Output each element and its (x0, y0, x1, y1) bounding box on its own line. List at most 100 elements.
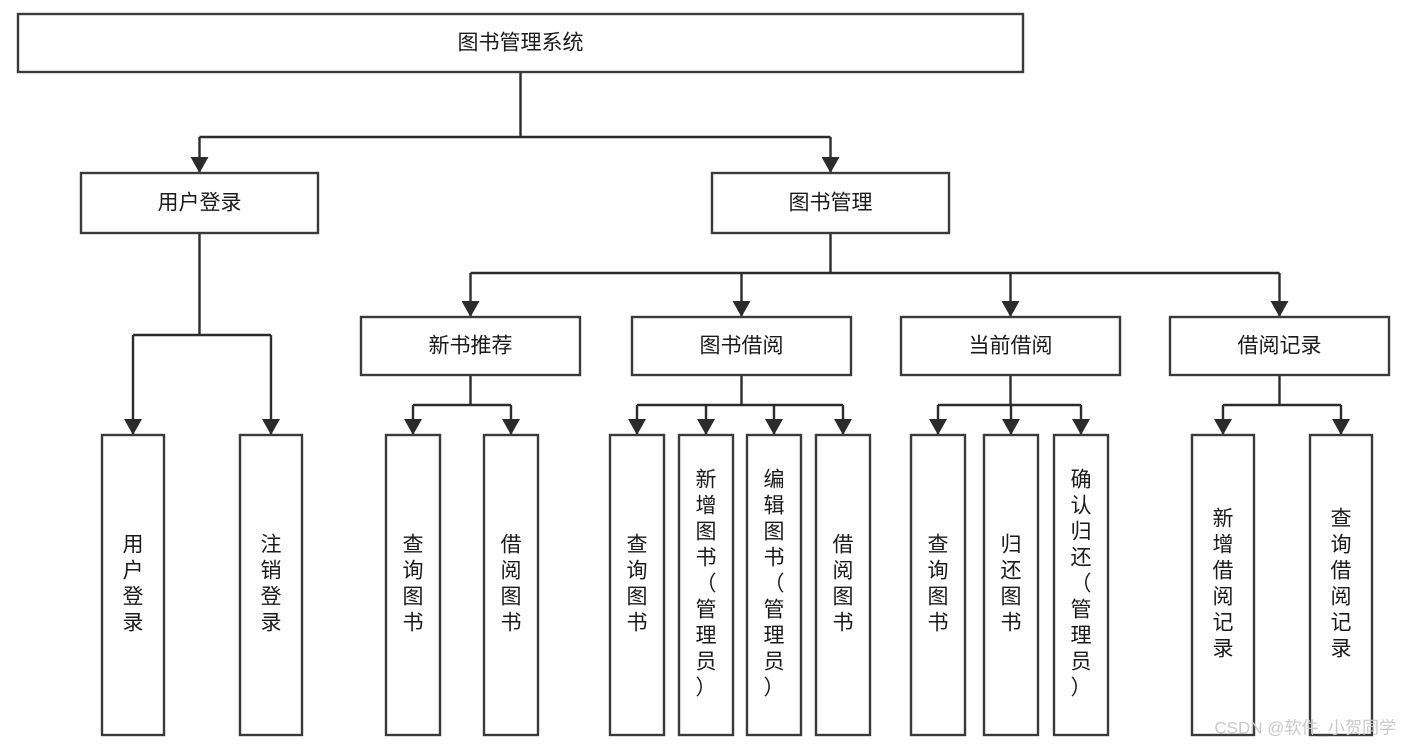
node-book-manage[interactable]: 图书管理 (710, 171, 951, 235)
watermark-text: CSDN @软件_小贺同学 (1214, 718, 1396, 737)
node-box-leaf-edit-book[interactable] (745, 433, 803, 737)
node-box-borrow-records[interactable] (1168, 315, 1391, 377)
arrow-head-icon (502, 419, 520, 435)
arrow-head-icon (190, 157, 209, 173)
node-box-current-borrow[interactable] (899, 315, 1122, 377)
node-box-leaf-return-book[interactable] (982, 433, 1040, 737)
node-box-leaf-confirm-return[interactable] (1052, 433, 1110, 737)
arrow-head-icon (697, 419, 715, 435)
label-char: 书 (764, 547, 785, 570)
label-char: 归 (1071, 521, 1092, 544)
label-char: 管 (1071, 599, 1092, 622)
node-current-borrow[interactable]: 当前借阅 (899, 315, 1122, 377)
connector-root-to-level1 (190, 72, 840, 173)
label-char: 借 (501, 534, 522, 557)
label-char: 编 (764, 469, 785, 492)
label-char: 认 (1071, 495, 1092, 518)
arrow-head-icon (628, 419, 646, 435)
label-char: 阅 (833, 560, 854, 583)
node-label-root: 图书管理系统 (458, 32, 584, 55)
node-new-book-recommend[interactable]: 新书推荐 (359, 315, 582, 377)
label-char: 阅 (501, 560, 522, 583)
node-box-leaf-add-book[interactable] (677, 433, 735, 737)
label-char: 还 (1071, 547, 1092, 570)
label-char: 增 (1213, 534, 1234, 557)
node-box-user-login[interactable] (79, 171, 320, 235)
label-char: 询 (928, 560, 949, 583)
node-box-book-manage[interactable] (710, 171, 951, 235)
label-char: 书 (833, 612, 854, 635)
node-box-root[interactable] (16, 12, 1025, 74)
label-char: 查 (928, 534, 949, 557)
connector-borrow-records-to-leaves (1214, 375, 1350, 435)
node-leaf-user-login[interactable]: 用户登录 (100, 433, 166, 737)
node-box-leaf-add-borrow-record[interactable] (1190, 433, 1256, 737)
label-char: 查 (403, 534, 424, 557)
node-box-leaf-borrow-book[interactable] (814, 433, 872, 737)
node-box-leaf-query-borrow-record[interactable] (1308, 433, 1374, 737)
node-borrow-records[interactable]: 借阅记录 (1168, 315, 1391, 377)
label-char: 理 (1071, 625, 1092, 648)
label-char: 书 (403, 612, 424, 635)
label-char: （ (1071, 573, 1092, 596)
node-root[interactable]: 图书管理系统 (16, 12, 1025, 74)
arrow-head-icon (1001, 301, 1020, 317)
node-label-book-borrow: 图书借阅 (700, 335, 784, 358)
label-char: 询 (627, 560, 648, 583)
node-box-leaf-logout[interactable] (238, 433, 304, 737)
arrow-head-icon (1002, 419, 1020, 435)
node-box-leaf-user-login[interactable] (100, 433, 166, 737)
label-char: 图 (696, 521, 717, 544)
label-char: ） (696, 677, 717, 700)
label-char: 员 (696, 651, 717, 674)
label-char: 录 (1331, 638, 1352, 661)
node-box-leaf-query-book-borrow[interactable] (608, 433, 666, 737)
node-book-borrow[interactable]: 图书借阅 (630, 315, 853, 377)
label-char: 户 (123, 560, 144, 583)
label-char: 书 (1001, 612, 1022, 635)
node-box-book-borrow[interactable] (630, 315, 853, 377)
label-char: 借 (1331, 560, 1352, 583)
label-char: 员 (1071, 651, 1092, 674)
arrow-head-icon (461, 301, 480, 317)
label-char: 图 (1001, 586, 1022, 609)
node-layer: 图书管理系统用户登录图书管理新书推荐图书借阅当前借阅借阅记录用户登录注销登录查询… (16, 12, 1391, 737)
arrow-head-icon (124, 419, 142, 435)
label-char: 查 (1331, 508, 1352, 531)
arrow-head-icon (821, 157, 840, 173)
node-user-login[interactable]: 用户登录 (79, 171, 320, 235)
node-label-current-borrow: 当前借阅 (969, 335, 1053, 358)
label-char: 询 (1331, 534, 1352, 557)
node-box-leaf-query-book-current[interactable] (909, 433, 967, 737)
label-char: 图 (627, 586, 648, 609)
label-char: （ (764, 573, 785, 596)
node-box-leaf-query-book-recommend[interactable] (384, 433, 442, 737)
arrow-head-icon (1270, 301, 1289, 317)
label-char: 书 (928, 612, 949, 635)
label-char: 录 (261, 612, 282, 635)
label-char: 书 (696, 547, 717, 570)
node-box-new-book-recommend[interactable] (359, 315, 582, 377)
label-char: 用 (123, 534, 144, 557)
label-char: 书 (501, 612, 522, 635)
connector-user-login-to-leaves (124, 233, 280, 435)
arrow-head-icon (262, 419, 280, 435)
label-char: 图 (764, 521, 785, 544)
label-char: 销 (261, 560, 282, 583)
node-box-leaf-borrow-book-recommend[interactable] (482, 433, 540, 737)
